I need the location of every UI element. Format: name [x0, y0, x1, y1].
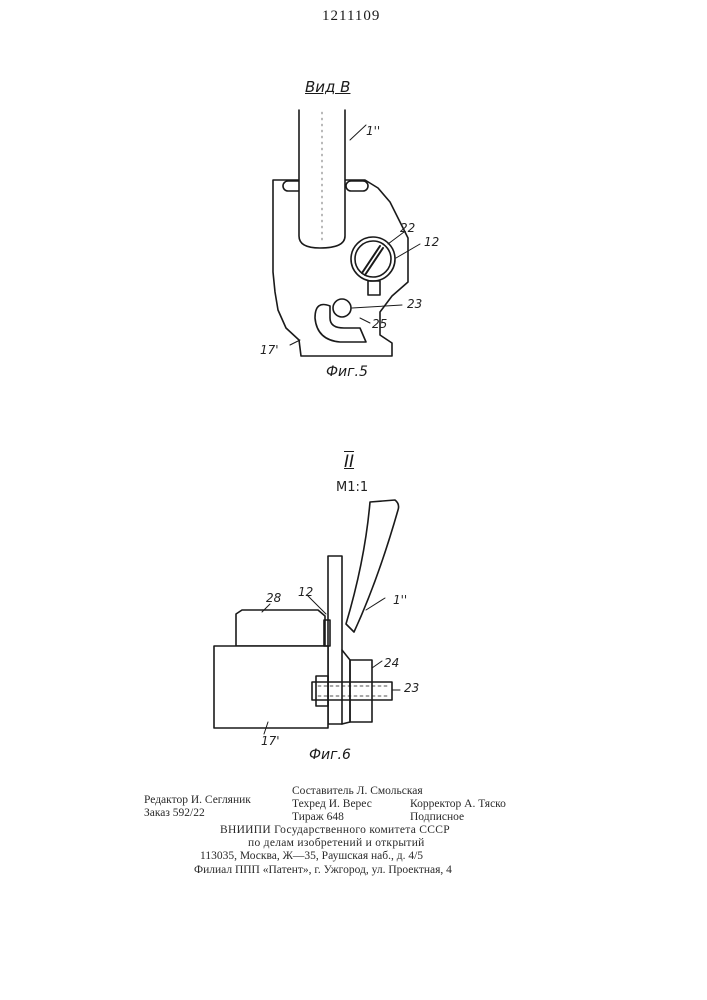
fig6-rod: [346, 500, 399, 632]
fig5-caption: Фиг.5: [326, 364, 368, 380]
imprint-techred: Техред И. Верес: [292, 798, 372, 811]
fig5-label-23: 23: [407, 297, 422, 311]
fig5-label-1: 1'': [366, 124, 380, 138]
fig5-screw-foot: [368, 281, 380, 295]
fig5-label-17: 17': [260, 343, 279, 357]
imprint-org-address: 113035, Москва, Ж—35, Раушская наб., д. …: [200, 850, 423, 863]
fig5-slot-right: [346, 181, 368, 191]
fig6-label-23: 23: [404, 681, 419, 695]
imprint-subscription: Подписное: [410, 811, 464, 824]
fig6-washer-24: [350, 660, 372, 722]
imprint-order: Заказ 592/22: [144, 807, 205, 820]
fig6-block-28: [236, 610, 325, 646]
imprint-org-line2: по делам изобретений и открытий: [248, 837, 425, 850]
fig5-label-12: 12: [424, 235, 439, 249]
fig6-label-1: 1'': [393, 593, 407, 607]
fig5-label-22: 22: [400, 221, 415, 235]
fig6-label-17: 17': [261, 734, 280, 748]
fig6-label-24: 24: [384, 656, 399, 670]
imprint-org-line1: ВНИИПИ Государственного комитета СССР: [220, 824, 450, 837]
fig6-block-17: [214, 646, 328, 728]
imprint-branch: Филиал ППП «Патент», г. Ужгород, ул. Про…: [194, 864, 452, 877]
fig5-hook: [315, 305, 366, 343]
imprint-circulation: Тираж 648: [292, 811, 344, 824]
fig6-label-28: 28: [266, 591, 281, 605]
fig6-label-12: 12: [298, 585, 313, 599]
imprint-compiler: Составитель Л. Смольская: [292, 785, 423, 798]
imprint-corrector: Корректор А. Тяско: [410, 798, 506, 811]
fig5-label-25: 25: [372, 317, 387, 331]
fig6-scale: М1:1: [336, 480, 368, 495]
fig6-caption: Фиг.6: [309, 747, 351, 763]
imprint-editor: Редактор И. Сегляник: [144, 794, 251, 807]
fig6-section-mark: II: [344, 452, 354, 472]
fig5-pin: [333, 299, 351, 317]
